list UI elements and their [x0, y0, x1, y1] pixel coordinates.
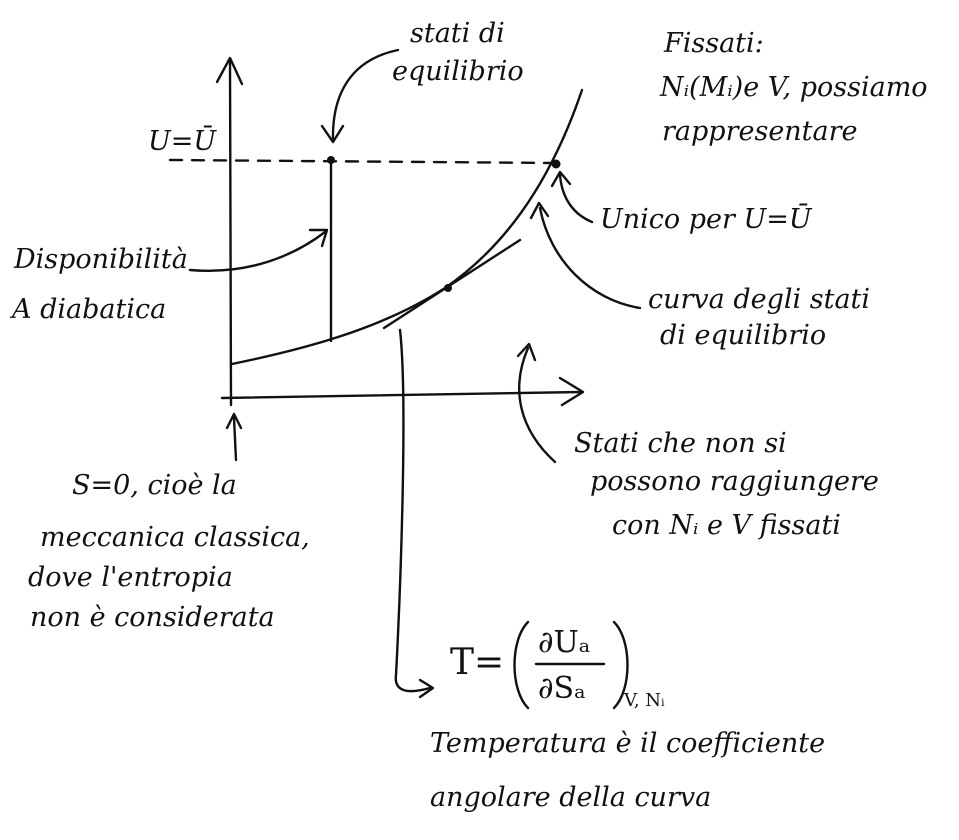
- non-reachable-label-line2: possono raggiungere: [590, 466, 879, 497]
- stati-label-line1: stati di: [410, 18, 505, 49]
- tangent-formula-arrowhead: [418, 678, 435, 699]
- stati-label-line2: equilibrio: [392, 56, 524, 87]
- tangent-formula-arrow: [394, 328, 432, 693]
- equilibrium-state-point: [327, 156, 335, 164]
- curva-label-line1: curva degli stati: [648, 284, 870, 315]
- unico-label: Unico per U=Ū: [600, 202, 813, 235]
- tangent-line: [382, 238, 522, 330]
- disponibilita-label-line2: A diabatica: [9, 294, 166, 325]
- s0-label-line3: dove l'entropia: [28, 562, 233, 593]
- axes: [215, 56, 585, 407]
- disponibilita-arrowhead: [308, 228, 329, 248]
- s0-label-line1: S=0, cioè la: [72, 470, 237, 501]
- y-axis-line: [228, 58, 233, 407]
- formula-T: T=: [450, 642, 504, 683]
- stati-arrow: [331, 48, 400, 142]
- s0-label-line2: meccanica classica,: [40, 522, 310, 553]
- temperature-label-line1: Temperatura è il coefficiente: [430, 728, 825, 759]
- u-bar-dashed-line: [168, 158, 558, 165]
- curva-arrow: [538, 206, 642, 310]
- non-reachable-arrow: [518, 346, 557, 464]
- curva-label-line2: di equilibrio: [660, 320, 826, 351]
- formula-left-paren: [513, 620, 530, 710]
- formula-subscript: V, Nᵢ: [623, 690, 665, 711]
- disponibilita-arrow: [188, 230, 327, 272]
- temperature-formula: T= ∂Uₐ ∂Sₐ V, Nᵢ: [450, 620, 665, 711]
- temperature-label-line2: angolare della curva: [430, 782, 711, 813]
- equilibrium-curve: [230, 88, 584, 366]
- fissati-label-line2: Nᵢ(Mᵢ)e V, possiamo: [659, 72, 928, 103]
- y-axis-arrowhead: [215, 56, 244, 86]
- x-axis-arrowhead: [558, 376, 585, 407]
- s0-arrowhead: [225, 412, 243, 430]
- s0-label-line4: non è considerata: [30, 602, 275, 633]
- fissati-label-line1: Fissati:: [663, 28, 764, 59]
- formula-denominator: ∂Sₐ: [538, 671, 586, 706]
- fissati-label-line3: rappresentare: [662, 116, 858, 147]
- non-reachable-arrowhead: [516, 342, 537, 362]
- formula-numerator: ∂Uₐ: [538, 625, 590, 660]
- x-axis-line: [220, 390, 584, 400]
- curva-arrowhead: [529, 201, 550, 220]
- stati-arrowhead: [320, 124, 345, 144]
- u-bar-label: U=Ū: [148, 124, 217, 157]
- non-reachable-label-line1: Stati che non si: [574, 428, 787, 459]
- unique-state-point: [551, 159, 561, 169]
- disponibilita-label-line1: Disponibilità: [13, 244, 188, 275]
- s0-arrow: [232, 416, 238, 462]
- formula-right-paren: [612, 620, 629, 710]
- non-reachable-label-line3: con Nᵢ e V fissati: [612, 510, 841, 541]
- unico-arrowhead: [550, 170, 572, 188]
- unico-arrow: [558, 173, 594, 224]
